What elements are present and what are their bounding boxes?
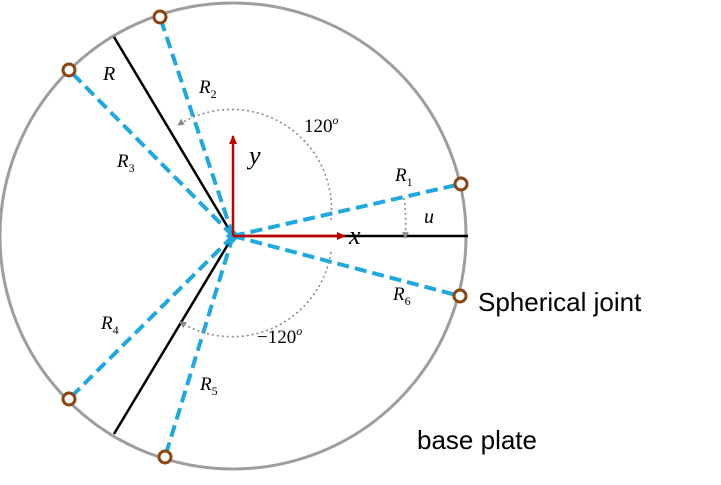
- joint-r1: [453, 176, 469, 192]
- label-u: u: [424, 206, 434, 228]
- label-r: R: [102, 63, 115, 85]
- label-r4: R4: [100, 313, 119, 337]
- label-spherical-joint: Spherical joint: [478, 287, 642, 317]
- leg-r5: [163, 235, 235, 458]
- joint-r3: [61, 62, 77, 78]
- label-r3: R3: [116, 151, 135, 175]
- radius-line-neg120: [112, 235, 235, 435]
- label-r2: R2: [198, 77, 217, 101]
- label-y-axis: y: [246, 141, 261, 170]
- label-r6: R6: [392, 284, 411, 308]
- label-r1: R1: [394, 165, 413, 189]
- joint-r5: [157, 449, 173, 465]
- label-r5: R5: [199, 374, 218, 398]
- leg-r4: [67, 234, 235, 401]
- joint-r6: [452, 288, 468, 304]
- leg-r6: [232, 234, 461, 298]
- leg-r3: [67, 68, 235, 238]
- label-base-plate: base plate: [417, 425, 537, 455]
- joint-r2: [152, 9, 168, 25]
- leg-r2: [158, 16, 235, 237]
- leg-r1: [232, 182, 462, 238]
- radius-line-120: [112, 36, 235, 237]
- angle-arc-u: [402, 197, 410, 239]
- label-x-axis: x: [348, 221, 361, 250]
- label-angle-neg: −120o: [257, 324, 302, 348]
- angle-arc-pos: [177, 108, 333, 221]
- label-angle-pos: 120o: [304, 113, 339, 137]
- joint-r4: [61, 391, 77, 407]
